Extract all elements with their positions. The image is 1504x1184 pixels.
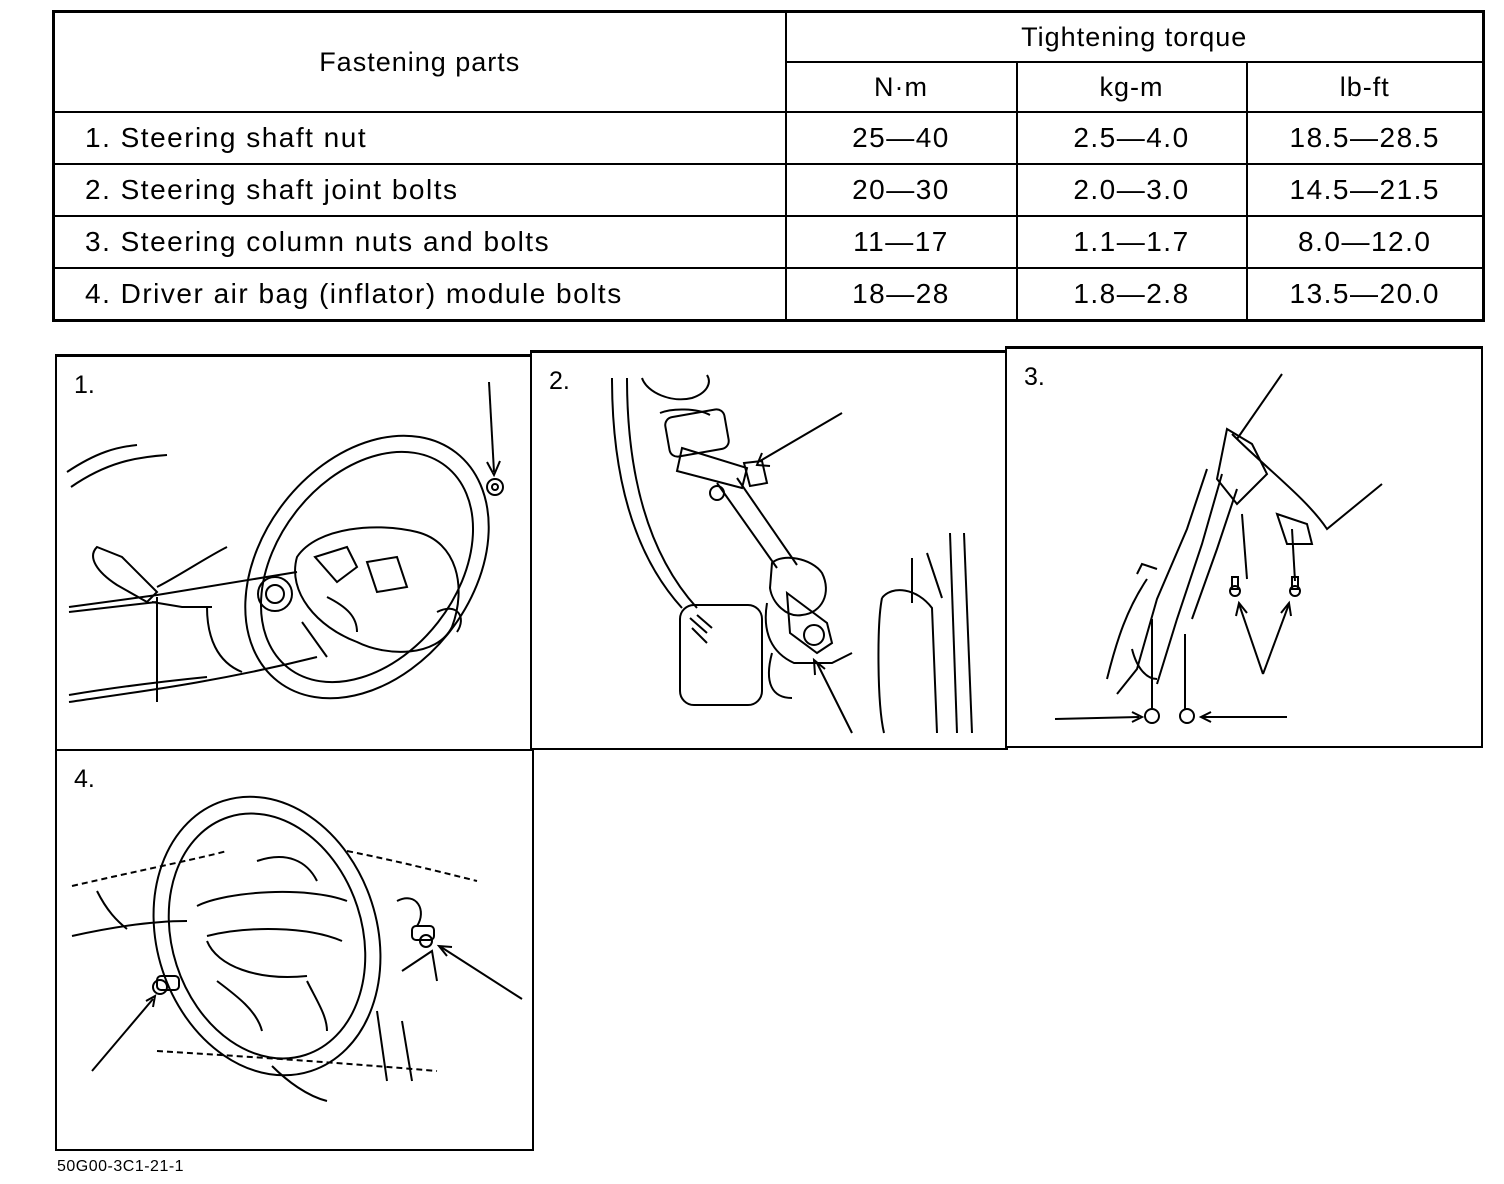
figure-panel-steering-shaft-nut: 1. [55, 354, 533, 752]
table-row: 2. Steering shaft joint bolts 20—30 2.0—… [52, 163, 1485, 217]
part-name: 4. Driver air bag (inflator) module bolt… [52, 267, 787, 322]
part-name: 1. Steering shaft nut [52, 111, 787, 165]
figure-label: 3. [1024, 363, 1045, 391]
torque-spec-table: Fastening parts Tightening torque N·m kg… [52, 10, 1485, 322]
figure-panel-steering-shaft-joint: 2. [530, 350, 1008, 750]
document-code: 50G00-3C1-21-1 [57, 1158, 185, 1175]
steering-shaft-joint-illustration [611, 374, 973, 734]
steering-wheel-illustration [66, 381, 504, 703]
steering-column-illustration [1054, 373, 1383, 724]
figure-label: 4. [74, 765, 95, 793]
header-fastening-parts: Fastening parts [52, 10, 787, 113]
table-row: 1. Steering shaft nut 25—40 2.5—4.0 18.5… [52, 111, 1485, 165]
torque-kgm: 2.5—4.0 [1015, 111, 1248, 165]
figure-label: 1. [74, 371, 95, 399]
torque-lbft: 8.0—12.0 [1245, 215, 1485, 269]
unit-nm: N·m [784, 61, 1018, 113]
part-name: 3. Steering column nuts and bolts [52, 215, 787, 269]
torque-nm: 20—30 [784, 163, 1018, 217]
header-tightening-torque: Tightening torque [784, 10, 1485, 63]
torque-kgm: 1.8—2.8 [1015, 267, 1248, 322]
torque-kgm: 2.0—3.0 [1015, 163, 1248, 217]
unit-lbft: lb-ft [1245, 61, 1485, 113]
unit-kgm: kg-m [1015, 61, 1248, 113]
figure-label: 2. [549, 367, 570, 395]
torque-table: Fastening parts Tightening torque N·m kg… [52, 10, 1485, 322]
air-bag-module-illustration [71, 795, 523, 1102]
torque-nm: 18—28 [784, 267, 1018, 322]
torque-lbft: 13.5—20.0 [1245, 267, 1485, 322]
torque-lbft: 18.5—28.5 [1245, 111, 1485, 165]
figure-panel-steering-column-bolts: 3. [1005, 346, 1483, 748]
torque-nm: 11—17 [784, 215, 1018, 269]
figure-panel-air-bag-module-bolts: 4. [55, 749, 534, 1151]
torque-lbft: 14.5—21.5 [1245, 163, 1485, 217]
torque-kgm: 1.1—1.7 [1015, 215, 1248, 269]
part-name: 2. Steering shaft joint bolts [52, 163, 787, 217]
table-row: 4. Driver air bag (inflator) module bolt… [52, 267, 1485, 322]
table-row: 3. Steering column nuts and bolts 11—17 … [52, 215, 1485, 269]
torque-nm: 25—40 [784, 111, 1018, 165]
